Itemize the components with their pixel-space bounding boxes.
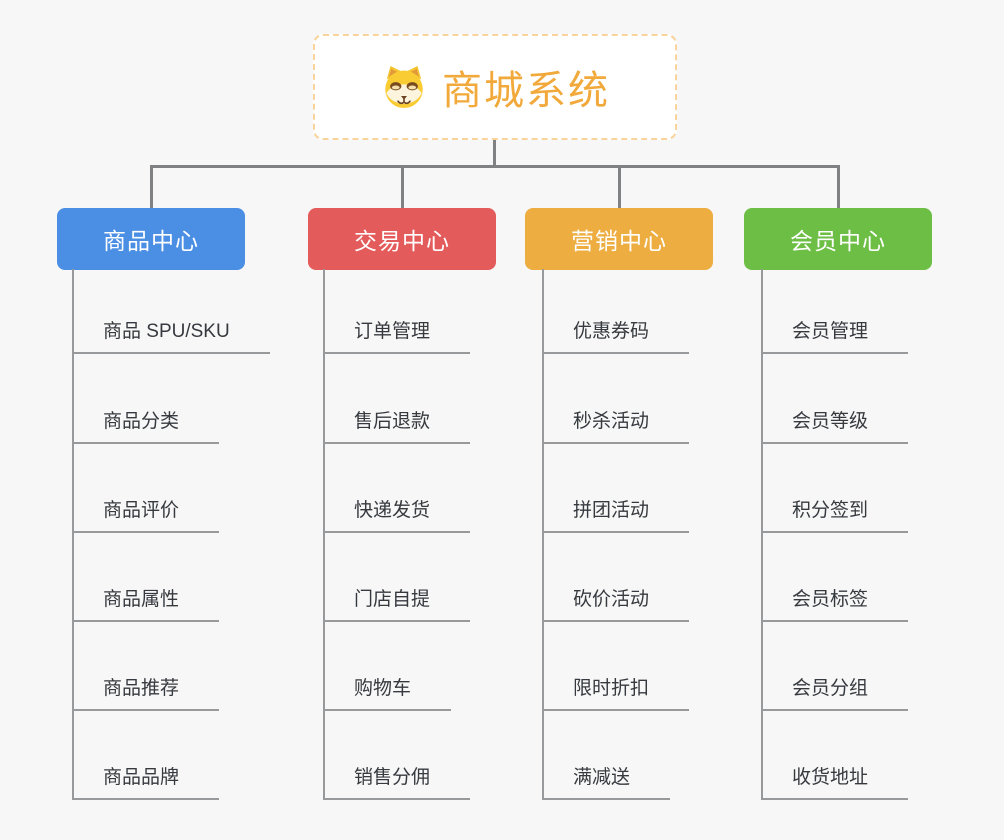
child-node[interactable]: 商品 SPU/SKU [72, 310, 270, 354]
branch-label: 商品中心 [103, 228, 199, 254]
child-label: 商品评价 [103, 500, 180, 521]
child-node[interactable]: 商品评价 [72, 489, 220, 533]
child-node[interactable]: 收货地址 [761, 756, 909, 800]
child-node[interactable]: 销售分佣 [323, 756, 471, 800]
branch-label: 交易中心 [354, 228, 450, 254]
child-node[interactable]: 商品分类 [72, 400, 220, 444]
child-label: 订单管理 [354, 321, 431, 342]
child-label: 销售分佣 [354, 767, 431, 788]
child-node[interactable]: 门店自提 [323, 578, 471, 622]
child-node[interactable]: 会员标签 [761, 578, 909, 622]
rail-product [72, 269, 74, 800]
child-label: 商品属性 [103, 589, 180, 610]
branch-box-marketing[interactable]: 营销中心 [525, 208, 713, 270]
rail-marketing [542, 269, 544, 800]
branch-label: 营销中心 [571, 228, 667, 254]
branch-box-member[interactable]: 会员中心 [744, 208, 932, 270]
connector-drop-trade [401, 165, 404, 209]
child-label: 优惠券码 [573, 321, 650, 342]
child-label: 商品推荐 [103, 678, 180, 699]
child-label: 门店自提 [354, 589, 431, 610]
child-label: 快递发货 [354, 500, 431, 521]
connector-drop-product [150, 165, 153, 209]
rail-member [761, 269, 763, 800]
branch-box-trade[interactable]: 交易中心 [308, 208, 496, 270]
child-label: 商品品牌 [103, 767, 180, 788]
child-node[interactable]: 会员分组 [761, 667, 909, 711]
child-node[interactable]: 限时折扣 [542, 667, 690, 711]
connector-drop-member [837, 165, 840, 209]
child-node[interactable]: 秒杀活动 [542, 400, 690, 444]
child-label: 购物车 [354, 678, 412, 699]
child-node[interactable]: 商品属性 [72, 578, 220, 622]
child-node[interactable]: 积分签到 [761, 489, 909, 533]
child-label: 会员分组 [792, 678, 869, 699]
connector-root-stem [493, 140, 496, 167]
branch-box-product[interactable]: 商品中心 [57, 208, 245, 270]
child-node[interactable]: 商品推荐 [72, 667, 220, 711]
child-node[interactable]: 拼团活动 [542, 489, 690, 533]
rail-trade [323, 269, 325, 800]
child-label: 秒杀活动 [573, 411, 650, 432]
root-node[interactable]: 商城系统 [313, 34, 677, 140]
child-label: 限时折扣 [573, 678, 650, 699]
child-label: 拼团活动 [573, 500, 650, 521]
child-label: 商品分类 [103, 411, 180, 432]
child-node[interactable]: 快递发货 [323, 489, 471, 533]
child-label: 收货地址 [792, 767, 869, 788]
child-label: 会员标签 [792, 589, 869, 610]
child-label: 商品 SPU/SKU [103, 321, 230, 342]
child-node[interactable]: 优惠券码 [542, 310, 690, 354]
connector-horizontal [150, 165, 840, 168]
child-node[interactable]: 购物车 [323, 667, 452, 711]
child-node[interactable]: 会员等级 [761, 400, 909, 444]
child-node[interactable]: 商品品牌 [72, 756, 220, 800]
child-node[interactable]: 售后退款 [323, 400, 471, 444]
child-node[interactable]: 会员管理 [761, 310, 909, 354]
child-label: 积分签到 [792, 500, 869, 521]
branch-label: 会员中心 [790, 228, 886, 254]
root-title: 商城系统 [442, 69, 610, 113]
child-node[interactable]: 砍价活动 [542, 578, 690, 622]
child-label: 会员管理 [792, 321, 869, 342]
connector-drop-marketing [618, 165, 621, 209]
child-label: 会员等级 [792, 411, 869, 432]
child-label: 砍价活动 [573, 589, 650, 610]
child-node[interactable]: 满减送 [542, 756, 671, 800]
child-label: 售后退款 [354, 411, 431, 432]
dog-face-icon [385, 66, 423, 108]
child-node[interactable]: 订单管理 [323, 310, 471, 354]
child-label: 满减送 [573, 767, 631, 788]
